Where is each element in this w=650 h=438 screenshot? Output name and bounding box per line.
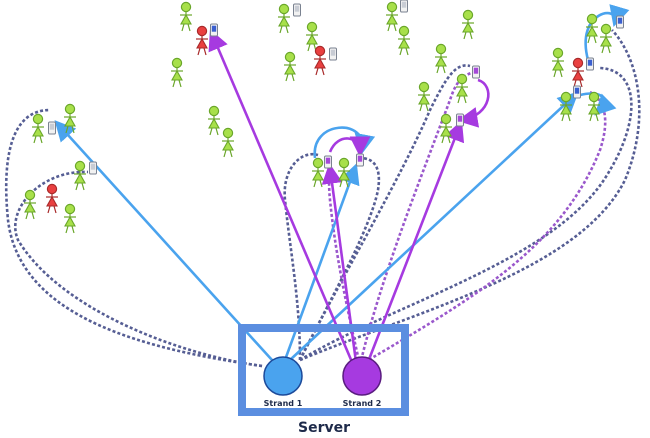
mobile-device-icon: [356, 153, 364, 167]
person-icon: [397, 25, 411, 56]
strand1-loop-right-lower: [579, 92, 617, 116]
person-icon: [587, 91, 601, 122]
person-icon: [207, 105, 221, 136]
person-icon: [283, 51, 297, 82]
strand2-loop-center: [328, 136, 371, 158]
person-icon: [599, 23, 613, 54]
server-label: Server: [298, 420, 350, 436]
mobile-device-icon: [586, 57, 594, 71]
person-icon: [221, 127, 235, 158]
person-icon: [63, 103, 77, 134]
strand2-label: Strand 2: [343, 399, 382, 408]
person-icon: [434, 43, 448, 74]
person-icon: [170, 57, 184, 88]
person-icon: [337, 157, 351, 188]
mobile-device-icon: [573, 85, 581, 99]
strand1-node: [263, 356, 303, 396]
person-icon: [571, 57, 585, 88]
devices: [48, 0, 624, 175]
strand2-link-right: [366, 120, 465, 363]
mobile-device-icon: [293, 3, 301, 17]
person-icon: [305, 21, 319, 52]
mobile-device-icon: [89, 161, 97, 175]
person-icon: [455, 73, 469, 104]
mobile-device-icon: [329, 47, 337, 61]
callback-path-left-lower: [14, 170, 263, 368]
mobile-device-icon: [616, 15, 624, 29]
people: [23, 1, 613, 234]
person-icon: [277, 3, 291, 34]
callback-paths-purple: [327, 70, 607, 367]
strand2-link-center: [321, 162, 358, 363]
mobile-device-icon: [210, 23, 218, 37]
strand1-link-right: [289, 91, 579, 361]
callback-path-left-upper: [4, 108, 263, 368]
callback-path-purple-mid: [358, 70, 475, 366]
person-icon: [311, 157, 325, 188]
strand2-loop-right: [456, 78, 490, 128]
person-icon: [313, 45, 327, 76]
callback-path-center-left: [283, 152, 319, 361]
person-icon: [63, 203, 77, 234]
mobile-device-icon: [472, 65, 480, 79]
strand2-node: [342, 356, 382, 396]
person-icon: [31, 113, 45, 144]
person-icon: [195, 25, 209, 56]
person-icon: [23, 189, 37, 220]
strand1-loop-right: [584, 4, 630, 61]
person-icon: [461, 9, 475, 40]
person-icon: [179, 1, 193, 32]
person-icon: [385, 1, 399, 32]
person-icon: [45, 183, 59, 214]
person-icon: [73, 160, 87, 191]
strand1-links: [54, 4, 630, 361]
callback-path-purple-right: [359, 90, 607, 367]
callback-path-right-1: [299, 66, 633, 362]
mobile-device-icon: [456, 113, 464, 127]
callback-paths: [4, 29, 641, 368]
mobile-device-icon: [324, 155, 332, 169]
mobile-device-icon: [48, 121, 56, 135]
person-icon: [417, 81, 431, 112]
person-icon: [439, 113, 453, 144]
strand1-label: Strand 1: [264, 399, 303, 408]
strand2-links: [208, 29, 490, 363]
person-icon: [551, 47, 565, 78]
mobile-device-icon: [400, 0, 408, 13]
server-frame: [238, 324, 409, 416]
callback-path-mid-top: [298, 64, 471, 361]
strand2-link-top: [208, 29, 354, 363]
callback-path-right-2: [299, 29, 641, 362]
